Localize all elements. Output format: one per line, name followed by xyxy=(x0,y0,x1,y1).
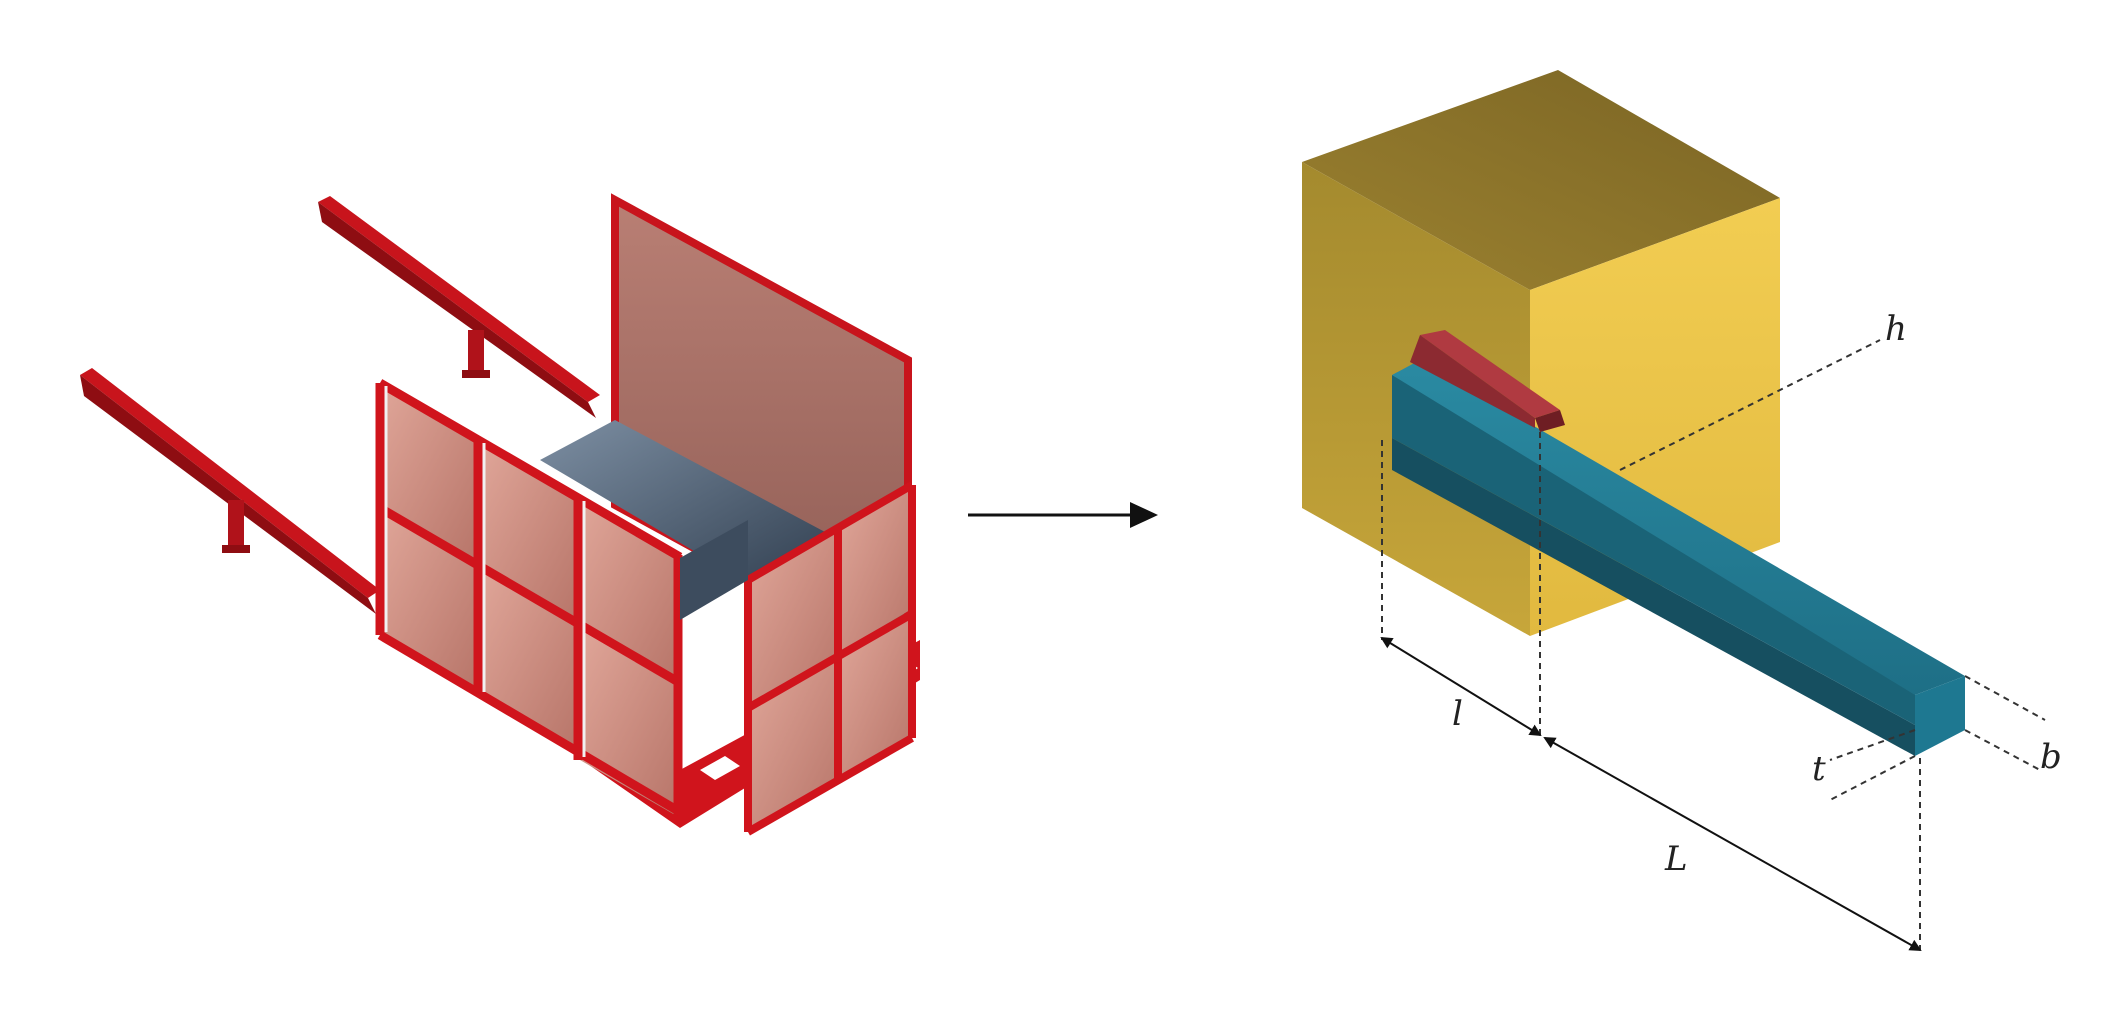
label-l: l xyxy=(1452,694,1463,734)
transform-arrowhead xyxy=(1130,502,1158,528)
pad-top xyxy=(1420,330,1560,418)
beam-front-face xyxy=(1392,375,1915,725)
rear-rail xyxy=(318,196,600,418)
pad-front xyxy=(1410,335,1535,428)
label-h: h xyxy=(1885,309,1907,349)
platform-floor xyxy=(540,420,840,590)
dimension-l-arrow xyxy=(1380,636,1542,737)
platform-illustration xyxy=(80,193,920,836)
label-L: L xyxy=(1664,839,1688,879)
beam-model: h l L t b xyxy=(1302,70,2062,951)
label-b: b xyxy=(2040,737,2062,777)
cube-top-face xyxy=(1302,70,1780,290)
front-rail xyxy=(80,368,380,614)
beam-top-face xyxy=(1392,360,1965,695)
beam-side-face xyxy=(1392,438,1915,756)
pad-end xyxy=(1535,410,1565,432)
dimension-L-arrow xyxy=(1543,737,1922,951)
front-panels xyxy=(375,379,683,816)
side-panels xyxy=(680,481,916,836)
label-t: t xyxy=(1812,749,1826,789)
beam-end-face xyxy=(1915,676,1965,756)
